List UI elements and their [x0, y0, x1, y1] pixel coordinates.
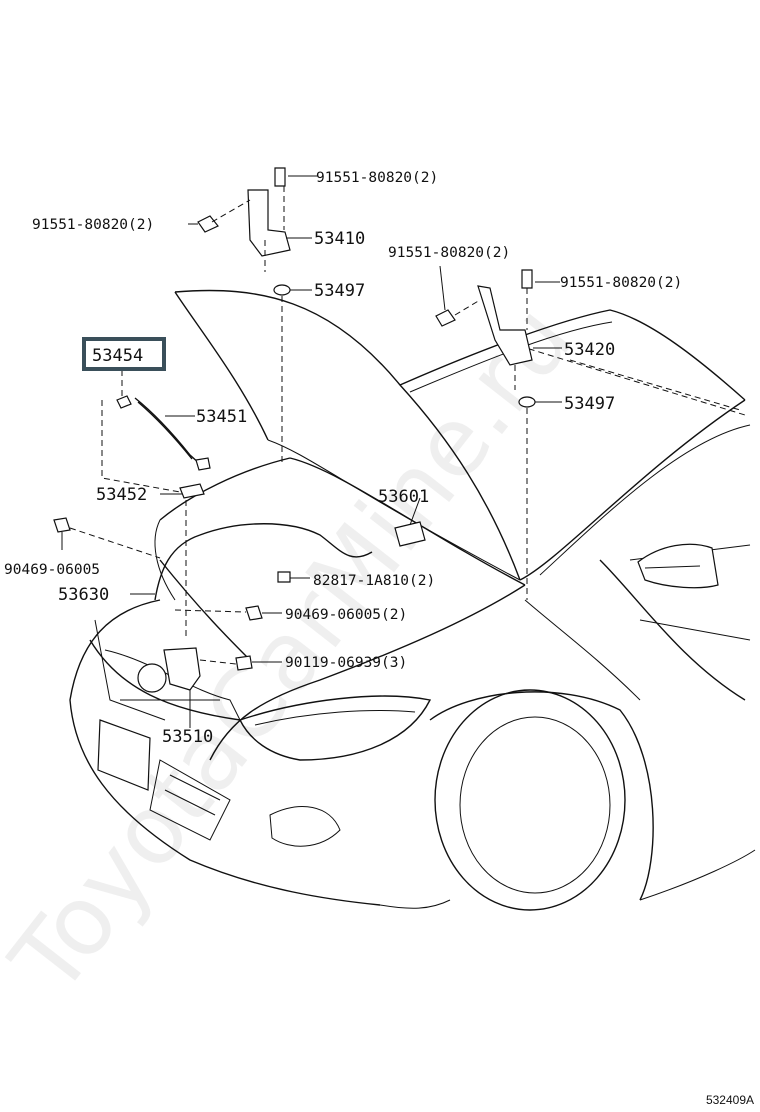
leader-lines — [61, 175, 562, 728]
part-label-53497-right: 53497 — [564, 394, 615, 414]
part-label-53452: 53452 — [96, 485, 147, 505]
part-label-91551-80820-left: 91551-80820(2) — [32, 217, 154, 233]
part-label-91551-80820-top: 91551-80820(2) — [316, 170, 438, 186]
hood-hinge-right — [435, 269, 536, 600]
car-body-outline — [69, 289, 756, 911]
hood-support-rod — [101, 370, 211, 499]
part-label-53497-left: 53497 — [314, 281, 365, 301]
part-label-53420: 53420 — [564, 340, 615, 360]
part-label-53630: 53630 — [58, 585, 109, 605]
part-label-90119-06939: 90119-06939(3) — [285, 655, 407, 671]
part-label-90469-06005-2: 90469-06005(2) — [285, 607, 407, 623]
part-label-53510: 53510 — [162, 727, 213, 747]
part-label-53601: 53601 — [378, 487, 429, 507]
part-label-53454: 53454 — [92, 346, 143, 366]
highlighted-part-box — [82, 337, 166, 371]
part-label-91551-80820-mid: 91551-80820(2) — [388, 245, 510, 261]
part-labels: 53454 53451 53452 90469-06005 53630 9046… — [4, 170, 682, 747]
part-label-53451: 53451 — [196, 407, 247, 427]
diagram-code: 532409A — [706, 1093, 754, 1107]
part-label-90469-06005: 90469-06005 — [4, 562, 100, 578]
part-label-53410: 53410 — [314, 229, 365, 249]
hood-release-cable-and-lock — [53, 500, 426, 693]
part-label-91551-80820-right: 91551-80820(2) — [560, 275, 682, 291]
part-label-82817-1A810: 82817-1A810(2) — [313, 573, 435, 589]
